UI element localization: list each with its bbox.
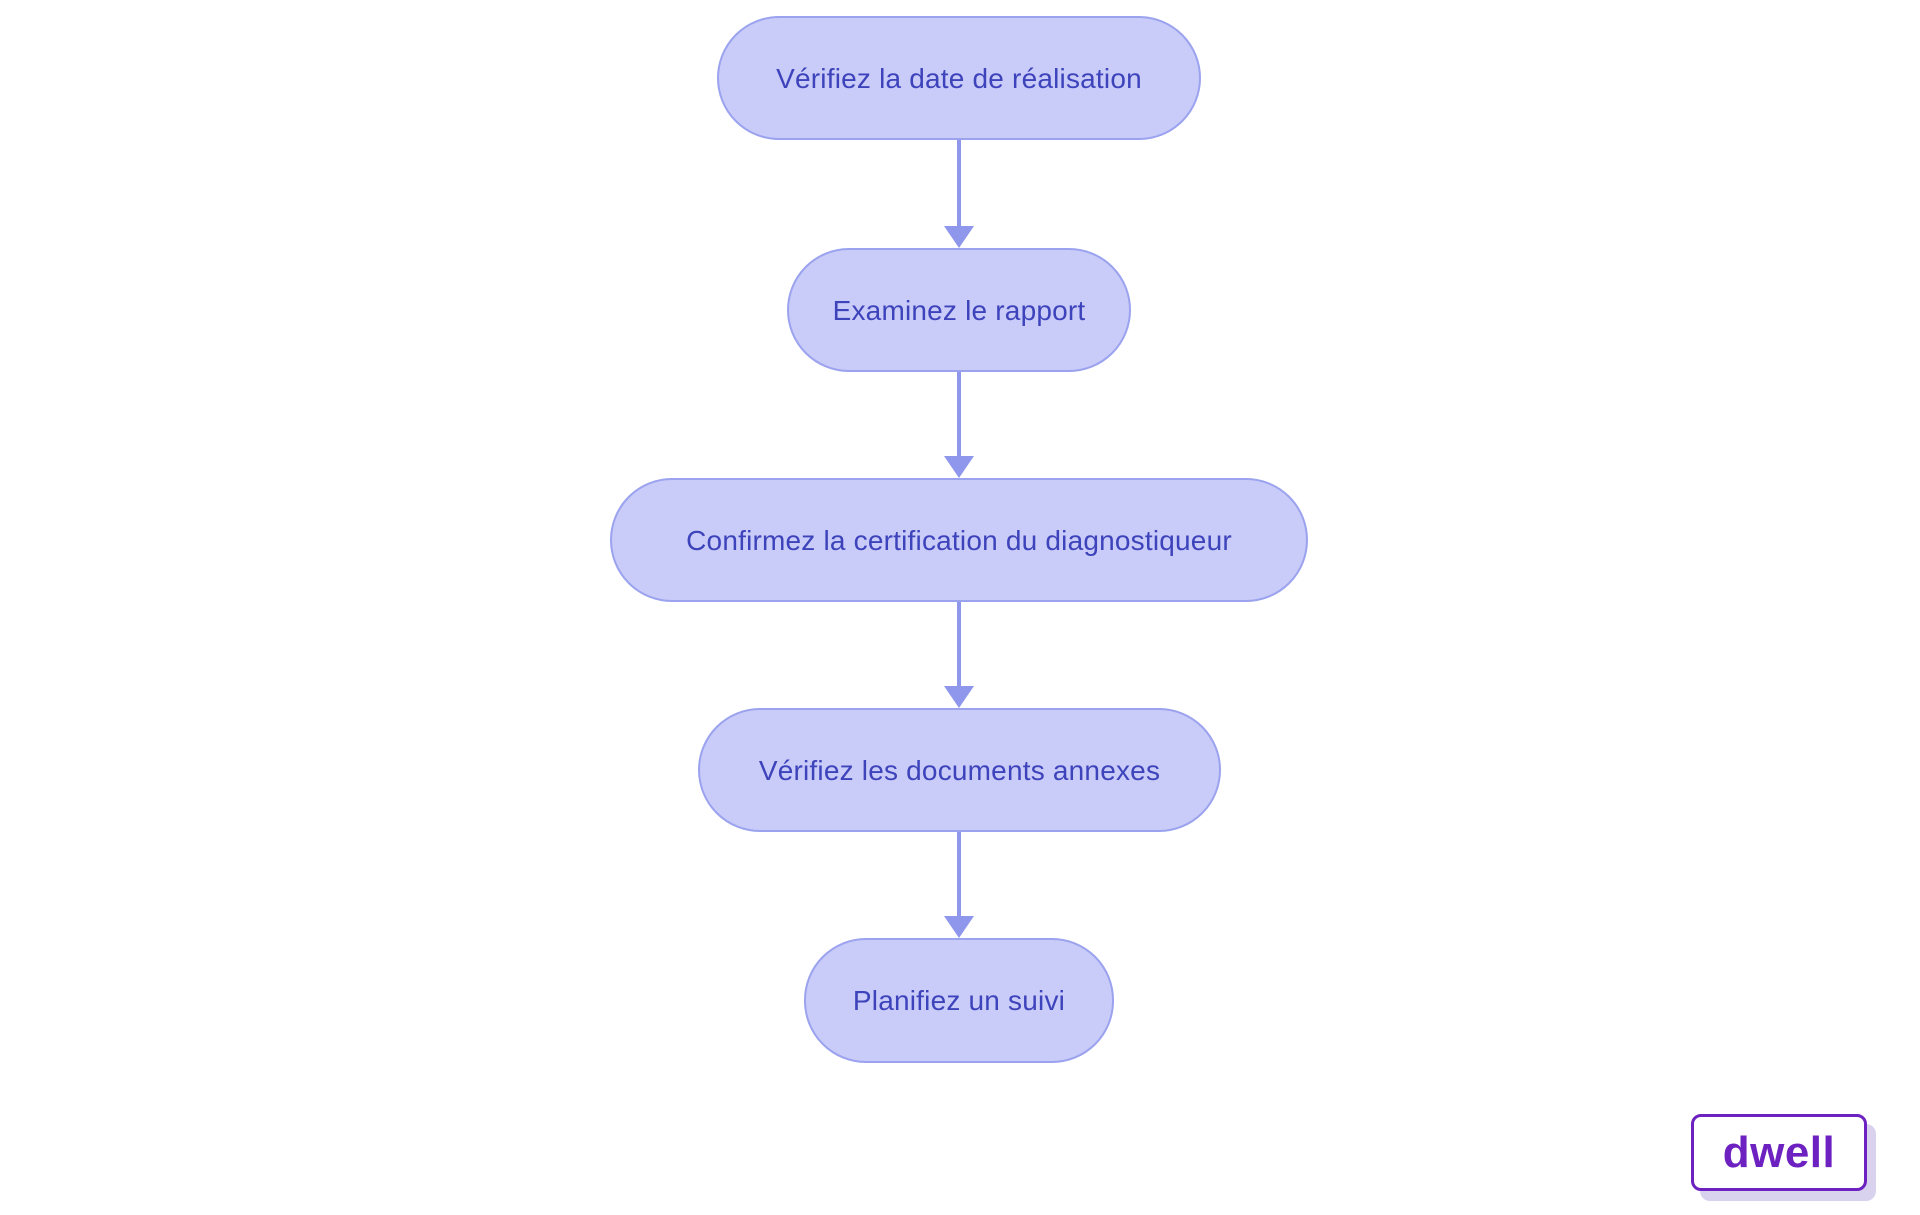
- flow-arrow-down-icon: [957, 372, 961, 456]
- flow-step-label: Confirmez la certification du diagnostiq…: [686, 524, 1232, 556]
- flow-step-label: Vérifiez la date de réalisation: [776, 62, 1142, 94]
- flow-step-label: Examinez le rapport: [832, 294, 1086, 326]
- flow-step-verifiez-documents[interactable]: Vérifiez les documents annexes: [698, 708, 1221, 832]
- flow-arrow-down-icon: [957, 140, 961, 226]
- flow-step-planifiez-suivi[interactable]: Planifiez un suivi: [804, 938, 1114, 1063]
- dwell-logo-text: dwell: [1722, 1127, 1836, 1177]
- flow-step-verifiez-date[interactable]: Vérifiez la date de réalisation: [717, 16, 1201, 140]
- flow-step-label: Planifiez un suivi: [852, 985, 1066, 1016]
- flow-step-label: Vérifiez les documents annexes: [758, 754, 1161, 786]
- flow-step-confirmez-certification[interactable]: Confirmez la certification du diagnostiq…: [610, 478, 1308, 602]
- flow-step-examinez-rapport[interactable]: Examinez le rapport: [787, 248, 1131, 372]
- flow-arrow-down-icon: [957, 832, 961, 916]
- dwell-logo: dwell: [1691, 1114, 1867, 1191]
- flow-arrow-down-icon: [957, 602, 961, 686]
